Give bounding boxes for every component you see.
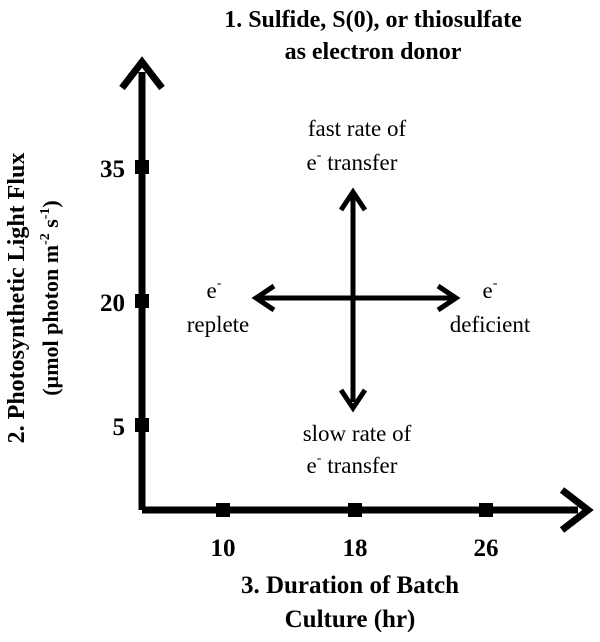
slow-rate-label-line-2: e- transfer: [307, 451, 398, 478]
deficient-label-word: deficient: [450, 312, 531, 337]
y-tick-label-5: 5: [113, 414, 126, 441]
x-tick-label-18: 18: [343, 535, 368, 562]
central-arrows: [251, 187, 461, 413]
fast-rate-label-line-1: fast rate of: [308, 116, 407, 141]
x-axis: [142, 487, 594, 533]
x-axis-label-line-1: 3. Duration of Batch: [241, 572, 459, 599]
x-tick-mark-10: [216, 503, 230, 517]
replete-label-e: e-: [207, 276, 222, 303]
y-axis-label-line-2: (µmol photon m-2 s-1): [38, 200, 63, 396]
y-tick-label-35: 35: [100, 156, 125, 183]
y-tick-label-20: 20: [100, 290, 125, 317]
title-line-1: 1. Sulfide, S(0), or thiosulfate: [224, 7, 522, 33]
x-tick-label-26: 26: [474, 535, 499, 562]
x-axis-label-line-2: Culture (hr): [285, 606, 416, 633]
y-tick-mark-5: [135, 418, 149, 432]
y-axis: [119, 56, 165, 510]
y-tick-mark-20: [135, 294, 149, 308]
fast-rate-label-line-2: e- transfer: [307, 148, 398, 175]
title-line-2: as electron donor: [285, 39, 462, 65]
x-tick-mark-26: [479, 503, 493, 517]
y-axis-label-line-1: 2. Photosynthetic Light Flux: [4, 153, 30, 444]
slow-rate-label-line-1: slow rate of: [303, 421, 412, 446]
x-tick-mark-18: [348, 503, 362, 517]
x-tick-label-10: 10: [211, 535, 236, 562]
deficient-label-e: e-: [483, 276, 498, 303]
y-tick-mark-35: [135, 160, 149, 174]
replete-label-word: replete: [187, 312, 250, 337]
